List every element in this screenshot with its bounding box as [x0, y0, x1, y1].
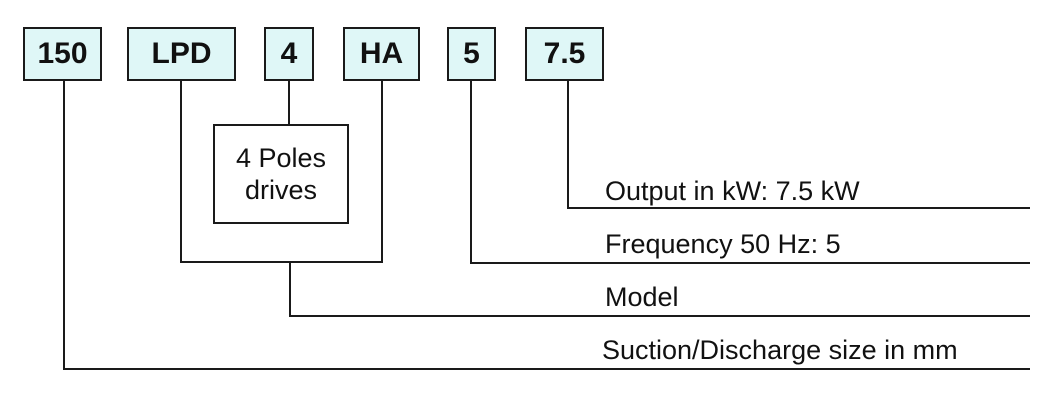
code-box-size: 150: [23, 27, 102, 81]
poles-note-line1: 4 Poles: [235, 143, 327, 173]
label-model: Model: [605, 282, 679, 312]
label-output: Output in kW: 7.5 kW: [605, 176, 860, 206]
poles-note-box: 4 Poles drives: [213, 124, 349, 224]
code-box-type: HA: [343, 27, 420, 81]
code-box-series: LPD: [127, 27, 236, 81]
code-box-poles: 4: [264, 27, 314, 81]
code-box-output: 7.5: [525, 27, 604, 81]
poles-note-line2: drives: [244, 175, 318, 205]
code-box-frequency: 5: [447, 27, 496, 81]
label-frequency: Frequency 50 Hz: 5: [605, 229, 841, 259]
label-suction: Suction/Discharge size in mm: [602, 335, 958, 365]
